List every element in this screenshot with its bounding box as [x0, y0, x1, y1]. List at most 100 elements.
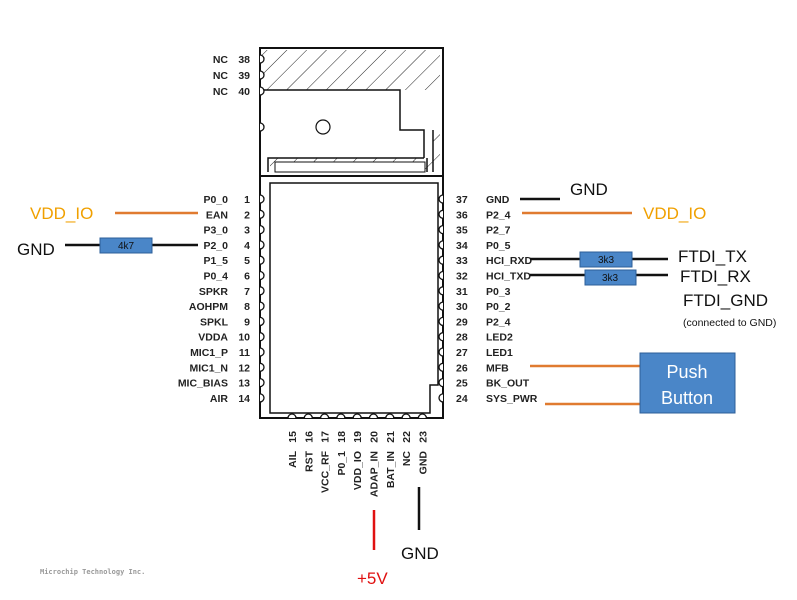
castellation: [336, 413, 346, 419]
pin-name: ADAP_IN: [369, 451, 381, 497]
pin-number: 39: [238, 70, 250, 82]
pin-name: P3_0: [203, 225, 228, 237]
castellation: [319, 413, 330, 419]
pin-name: P2_7: [486, 225, 511, 237]
pin-name: LED2: [486, 332, 513, 344]
castellation: [259, 270, 265, 281]
pin-number: 40: [238, 86, 250, 98]
castellation: [259, 255, 265, 265]
pin-name: P0_3: [486, 286, 511, 298]
pin-number: 27: [456, 347, 468, 359]
bottom-gnd-label: GND: [401, 544, 439, 563]
pin-number: 15: [287, 431, 299, 443]
pin-5: P1_5 5: [203, 255, 250, 267]
pin-name: AIR: [210, 393, 229, 405]
pin-number: 13: [238, 378, 250, 390]
pin-29: 29 P2_4: [456, 316, 511, 328]
castellation: [368, 413, 379, 419]
pin-name: BK_OUT: [486, 378, 530, 390]
resistor-3k3-rx-label: 3k3: [598, 255, 615, 266]
castellation: [438, 332, 444, 342]
castellation: [438, 255, 444, 265]
ftdi-tx-label: FTDI_TX: [678, 247, 747, 266]
pin-name: P2_4: [486, 316, 511, 328]
pin-13: MIC_BIAS 13: [178, 378, 250, 390]
castellation: [259, 316, 265, 327]
pin-number: 20: [369, 431, 381, 443]
pin-11: MIC1_P 11: [190, 347, 250, 359]
pin-name: SPKL: [200, 316, 229, 328]
castellation: [438, 209, 444, 219]
pin-name: MIC_BIAS: [178, 378, 228, 390]
castellation: [259, 70, 265, 80]
castellation: [287, 413, 297, 419]
pin-name: VCC_RF: [320, 450, 332, 493]
castellation: [438, 347, 444, 357]
left-gnd-label: GND: [17, 240, 55, 259]
pin-number: 34: [456, 240, 468, 252]
pin-name: RST: [303, 450, 315, 472]
pin-name: MIC1_P: [190, 347, 228, 359]
pin-number: 8: [244, 301, 250, 313]
pin-34: 34 P0_5: [456, 240, 511, 252]
pin-number: 10: [238, 332, 250, 344]
pin-number: 5: [244, 255, 250, 267]
pin-number: 12: [238, 362, 250, 374]
pin-name: P0_0: [203, 194, 228, 206]
pin-9: SPKL 9: [200, 316, 250, 328]
pin-number: 21: [385, 431, 397, 443]
plus5v-label: +5V: [357, 569, 388, 588]
pin-number: 29: [456, 316, 468, 328]
pin-number: 9: [244, 316, 250, 328]
pin-number: 18: [336, 431, 348, 443]
pin-number: 32: [456, 271, 468, 283]
pin-name: HCI_RXD: [486, 255, 533, 267]
castellation: [259, 240, 265, 250]
pin-name: P0_5: [486, 240, 511, 252]
push-button-label-1: Push: [666, 362, 707, 382]
pin-number: 23: [417, 431, 429, 443]
pin-name: VDD_IO: [352, 451, 364, 490]
pin-name: P0_4: [203, 271, 228, 283]
pin-25: 25 BK_OUT: [456, 378, 530, 390]
castellation: [385, 413, 395, 419]
left-vdd-io-label: VDD_IO: [30, 204, 93, 223]
pin-name: BAT_IN: [385, 451, 397, 488]
ftdi-gnd-note: (connected to GND): [683, 317, 776, 329]
resistor-3k3-rx: [579, 251, 633, 268]
pin-number: 11: [239, 347, 250, 359]
pin-name: AOHPM: [189, 301, 228, 313]
resistor-4k7-label: 4k7: [118, 241, 135, 252]
pin-name: P2_0: [203, 240, 228, 252]
pin-number: 25: [456, 378, 468, 390]
pin-name: P1_5: [203, 255, 228, 267]
castellation: [259, 54, 265, 64]
pin-name: LED1: [486, 347, 513, 359]
castellation: [438, 393, 444, 403]
pin-number: 33: [456, 255, 468, 267]
castellation: [259, 377, 265, 388]
castellation: [259, 286, 265, 296]
pin-27: 27 LED1: [456, 347, 513, 359]
pin-number: 19: [352, 431, 364, 443]
pin-name: SYS_PWR: [486, 393, 538, 405]
